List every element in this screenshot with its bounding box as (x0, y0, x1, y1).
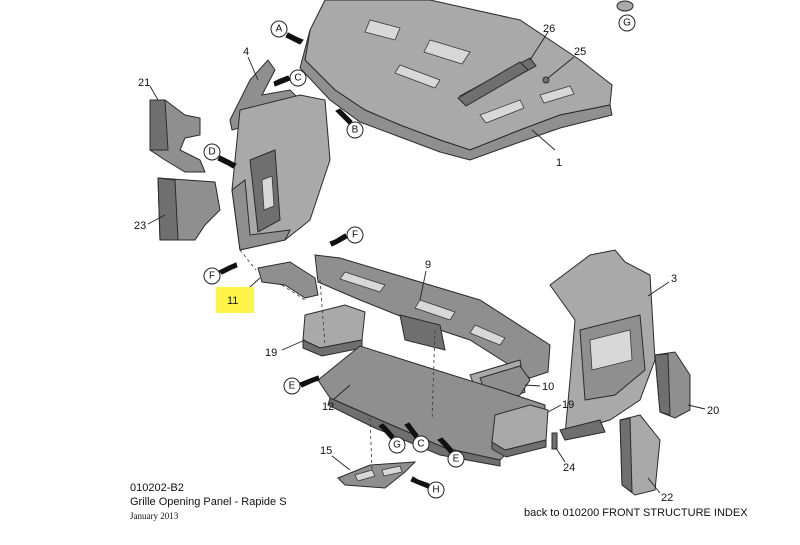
part-21-bracket (149, 99, 206, 173)
label-part-1: 1 (556, 157, 562, 169)
label-part-9: 9 (425, 259, 431, 271)
svg-text:F: F (352, 230, 358, 241)
svg-text:E: E (453, 454, 460, 465)
part-3-side-panel (549, 249, 656, 441)
callout-f-left: F (203, 262, 238, 285)
part-12-lower-panel (317, 345, 546, 467)
drawing-date: January 2013 (130, 511, 179, 521)
part-19-block-left (302, 304, 366, 357)
svg-text:G: G (623, 18, 631, 29)
label-part-19-right: 19 (562, 399, 574, 411)
label-part-20: 20 (707, 405, 719, 417)
part-24-pin (551, 432, 558, 450)
callout-c-lower: C (404, 422, 430, 453)
label-part-26: 26 (543, 23, 555, 35)
svg-text:E: E (289, 381, 296, 392)
part-15-plate (337, 461, 417, 489)
drawing-title: Grille Opening Panel - Rapide S (130, 496, 287, 508)
label-part-11: 11 (227, 295, 238, 307)
callout-e-left: E (283, 375, 320, 395)
label-part-4: 4 (243, 46, 249, 58)
left-side-panel (231, 94, 331, 251)
back-to-index-link[interactable]: back to 010200 FRONT STRUCTURE INDEX (524, 507, 748, 519)
callout-h: H (410, 476, 445, 499)
part-26-bar (457, 61, 529, 107)
label-part-25: 25 (574, 46, 586, 58)
callout-d: D (203, 143, 237, 169)
label-part-12: 12 (322, 401, 334, 413)
label-part-21: 21 (138, 77, 150, 89)
callout-f-right: F (329, 226, 364, 247)
label-part-23: 23 (134, 220, 146, 232)
callout-e-right: E (437, 437, 465, 468)
svg-text:G: G (393, 440, 401, 451)
svg-text:H: H (432, 485, 439, 496)
label-part-22: 22 (661, 492, 673, 504)
callout-g-top: G (618, 14, 636, 32)
label-part-19-left: 19 (265, 347, 277, 359)
highlight-part-11 (216, 287, 254, 313)
svg-text:B: B (352, 125, 359, 136)
label-part-10: 10 (542, 381, 554, 393)
svg-text:A: A (276, 24, 283, 35)
callout-c-upper: C (273, 69, 307, 87)
drawing-code: 010202-B2 (130, 482, 184, 494)
label-part-24: 24 (563, 462, 575, 474)
part-22-bracket (619, 414, 661, 496)
part-1-undertray (299, 0, 613, 161)
callout-g-lower: G (378, 423, 406, 454)
label-part-3: 3 (671, 273, 677, 285)
callout-a: A (270, 20, 304, 45)
part-25-clip (542, 76, 550, 84)
label-part-15: 15 (320, 445, 332, 457)
svg-text:D: D (208, 147, 215, 158)
part-23-bracket (157, 177, 221, 241)
svg-text:F: F (209, 271, 215, 282)
part-11-bracket (257, 261, 319, 299)
part-19-block-right (491, 404, 549, 458)
top-clip-part (616, 0, 634, 12)
svg-text:C: C (417, 439, 424, 450)
svg-text:C: C (294, 73, 301, 84)
callout-b: B (335, 108, 364, 139)
part-20-bracket (654, 351, 691, 419)
